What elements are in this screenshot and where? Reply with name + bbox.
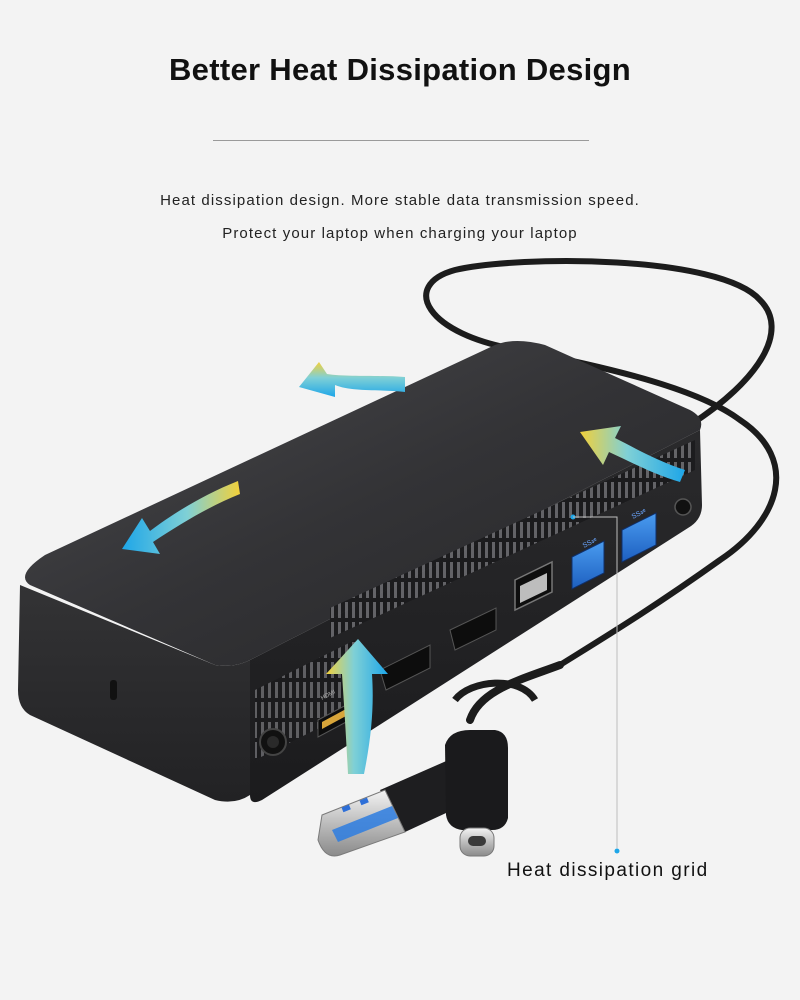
dock-top-face [25,341,702,666]
usb-port-1 [571,540,605,590]
heat-arrow-icon-up [299,362,405,397]
page-title: Better Heat Dissipation Design [168,52,632,87]
dock-illustration: HDMI SS⇌ SS⇌ [18,258,780,857]
vent-grid-top [330,440,695,638]
title-divider [213,140,589,141]
adapter-cable [466,661,564,724]
displayport-2 [449,607,497,651]
dock-side-face [18,585,250,802]
displayport-1 [379,644,431,691]
heat-arrow-icon-left [122,481,240,554]
usb-port-2 [621,512,657,563]
subtitle-line-2: Protect your laptop when charging your l… [222,225,578,242]
callout-line [573,516,618,848]
adapter-loop [452,679,538,703]
callout-dot-bottom [614,848,620,854]
callout-label: Heat dissipation grid [507,860,709,881]
usb-c-connector [445,730,508,857]
security-slot [110,680,117,700]
ethernet-port [514,560,553,612]
subtitle-line-1: Heat dissipation design. More stable dat… [160,192,640,209]
heat-arrow-icon-right [580,426,685,482]
heat-arrow-icon-down [326,639,388,774]
audio-port [674,498,692,516]
